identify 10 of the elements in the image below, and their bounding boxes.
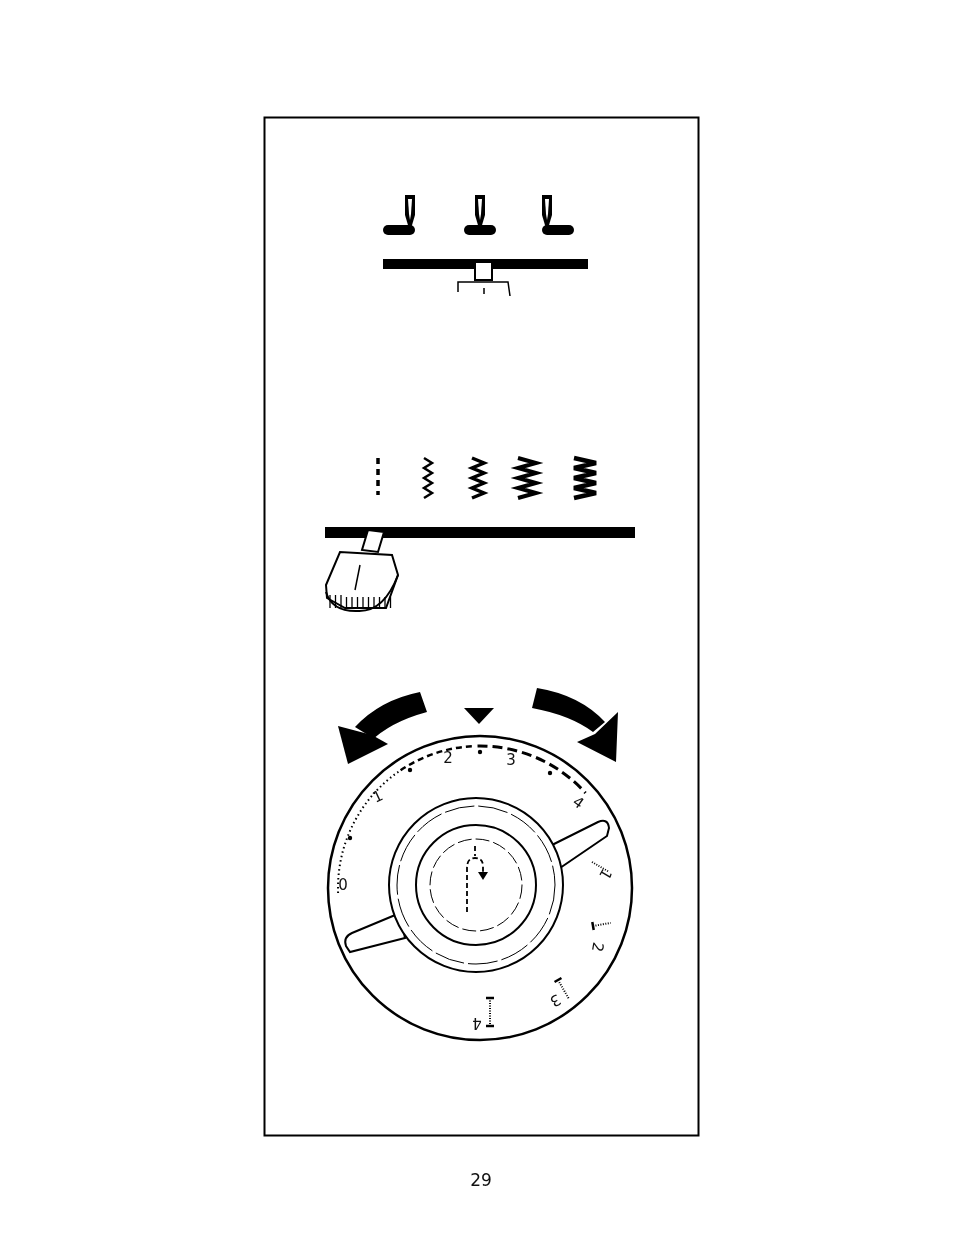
dial-number: 1: [370, 788, 386, 806]
dial-number: 0: [338, 877, 348, 893]
page-number: 29: [470, 1172, 492, 1188]
dial-number: 4: [569, 794, 587, 812]
dial-number: 2: [588, 941, 606, 953]
dial-number: 2: [443, 750, 453, 766]
dial-number: 1: [596, 866, 614, 882]
dial-number: 3: [506, 752, 516, 768]
dial-number: 3: [547, 991, 563, 1009]
dial-number: 4: [472, 1014, 482, 1030]
